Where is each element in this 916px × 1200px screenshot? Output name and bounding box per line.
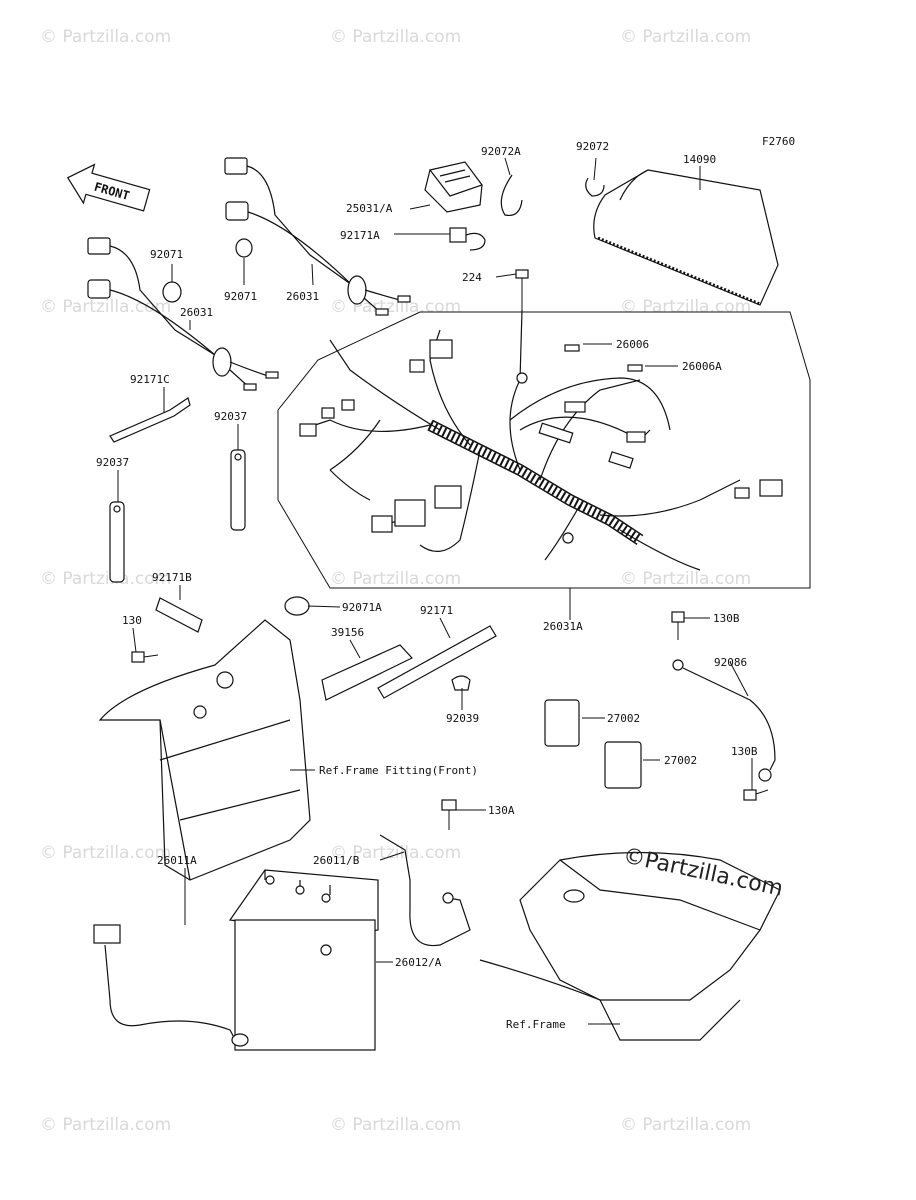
- clamp-92072: [585, 177, 605, 197]
- label-27002: 27002: [664, 754, 697, 767]
- harness-frame: [277, 311, 811, 589]
- relay-27002: [544, 699, 642, 789]
- label-92037: 92037: [96, 456, 129, 469]
- watermark: © Partzilla.com: [40, 1115, 171, 1135]
- label-26031: 26031: [180, 306, 213, 319]
- label-92071A: 92071A: [342, 601, 382, 614]
- bolt-224: [515, 269, 529, 310]
- watermark-main: ©Partzilla.com: [621, 843, 785, 901]
- label-14090: 14090: [683, 153, 716, 166]
- watermark: © Partzilla.com: [620, 1115, 751, 1135]
- strap-92037: [230, 449, 246, 531]
- part-labels: 92072A 92072 14090 25031/A 92171A 92071 …: [96, 140, 758, 1031]
- cable-92086: [672, 659, 776, 782]
- label-26031: 26031: [286, 290, 319, 303]
- label-130: 130: [122, 614, 142, 627]
- watermark: © Partzilla.com: [40, 297, 171, 317]
- clamp-92171A: [449, 227, 486, 251]
- bolt-130B: [671, 611, 769, 801]
- grommet-92071: [235, 238, 253, 258]
- label-92037: 92037: [214, 410, 247, 423]
- label-130B: 130B: [731, 745, 758, 758]
- label-27002: 27002: [607, 712, 640, 725]
- battery-cable-26011B: [379, 834, 471, 947]
- watermark: © Partzilla.com: [330, 843, 461, 863]
- battery-cable-26011A: [93, 924, 249, 1047]
- label-92071: 92071: [224, 290, 257, 303]
- label-26031A: 26031A: [543, 620, 583, 633]
- sub-harness-upper: [224, 157, 411, 316]
- watermark: © Partzilla.com: [330, 569, 461, 589]
- plate-92171B: [155, 597, 203, 633]
- label-130A: 130A: [488, 804, 515, 817]
- label-92171A: 92171A: [340, 229, 380, 242]
- bracket-92171C: [109, 397, 191, 443]
- label-26012A: 26012/A: [395, 956, 442, 969]
- sub-harness-left: [87, 237, 279, 391]
- label-ref-frame: Ref.Frame: [506, 1018, 566, 1031]
- battery: [228, 869, 379, 1051]
- watermark: © Partzilla.com: [40, 843, 171, 863]
- label-92072A: 92072A: [481, 145, 521, 158]
- label-26006: 26006: [616, 338, 649, 351]
- label-92171B: 92171B: [152, 571, 192, 584]
- bracket-92171: [377, 625, 497, 699]
- label-92072: 92072: [576, 140, 609, 153]
- frame-rear: [479, 851, 781, 1041]
- label-92071: 92071: [150, 248, 183, 261]
- pad-39156: [321, 644, 413, 701]
- watermark: © Partzilla.com: [620, 297, 751, 317]
- grommet-92071: [162, 281, 182, 303]
- frame-fitting-front: [98, 619, 311, 881]
- watermark: © Partzilla.com: [330, 1115, 461, 1135]
- label-224: 224: [462, 271, 482, 284]
- cover-14090: [593, 169, 779, 306]
- grommet-92071A: [284, 596, 310, 616]
- sub-harness-26006: [509, 344, 671, 469]
- leader-lines: [117, 157, 753, 1025]
- main-harness: [299, 309, 783, 571]
- label-25031A: 25031/A: [346, 202, 393, 215]
- label-92171C: 92171C: [130, 373, 170, 386]
- label-92171: 92171: [420, 604, 453, 617]
- label-92086: 92086: [714, 656, 747, 669]
- label-26011B: 26011/B: [313, 854, 360, 867]
- front-arrow: FRONT: [66, 163, 151, 212]
- label-ref-frame-fitting-front: Ref.Frame Fitting(Front): [319, 764, 478, 777]
- regulator: [424, 161, 483, 213]
- watermarks: © Partzilla.com © Partzilla.com © Partzi…: [40, 27, 751, 1135]
- watermark: © Partzilla.com: [40, 27, 171, 47]
- label-26011A: 26011A: [157, 854, 197, 867]
- watermark: © Partzilla.com: [620, 27, 751, 47]
- watermark: © Partzilla.com: [620, 569, 751, 589]
- watermark: © Partzilla.com: [40, 569, 171, 589]
- strap-92037: [109, 501, 125, 583]
- bolt-130: [131, 651, 159, 663]
- figure-code: F2760: [762, 135, 795, 148]
- label-26006A: 26006A: [682, 360, 722, 373]
- clamp-92072A: [500, 174, 523, 217]
- watermark: © Partzilla.com: [330, 27, 461, 47]
- label-39156: 39156: [331, 626, 364, 639]
- label-92039: 92039: [446, 712, 479, 725]
- watermark: © Partzilla.com: [330, 297, 461, 317]
- bolt-130A: [441, 799, 457, 830]
- clip-92039: [451, 675, 471, 691]
- label-130B: 130B: [713, 612, 740, 625]
